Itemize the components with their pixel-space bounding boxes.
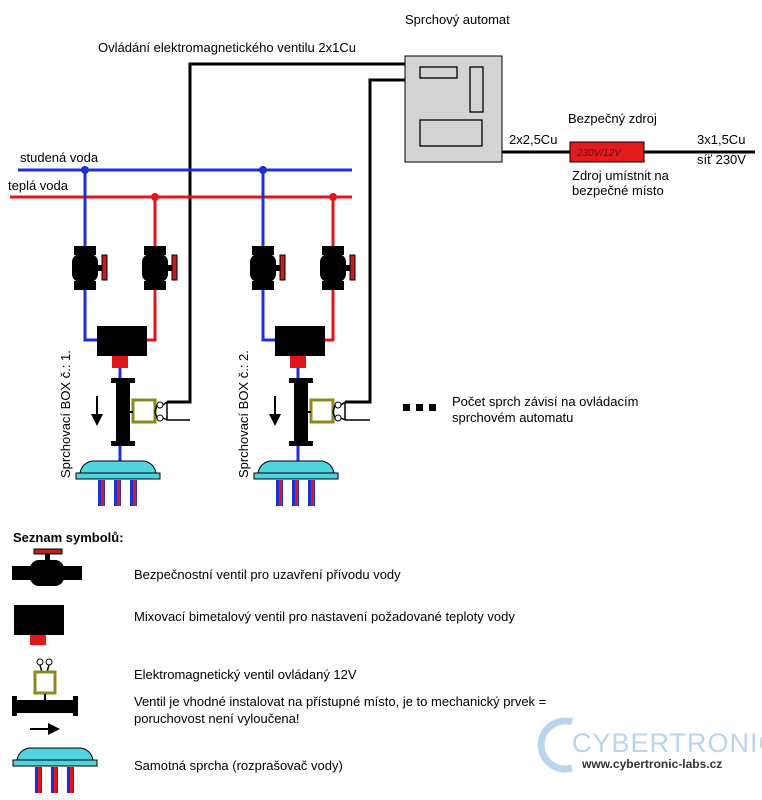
logo-text: CYBERTRONIC xyxy=(572,728,762,758)
hot-water-label: teplá voda xyxy=(8,178,69,193)
em-valve-legend-icon xyxy=(12,658,78,735)
shower-box-2: Sprchovací BOX č.: 2. xyxy=(236,166,356,507)
legend-safety-valve-text: Bezpečnostní ventil pro uzavření přívodu… xyxy=(134,567,401,582)
control-cable-box2 xyxy=(345,78,405,404)
shower-legend-icon xyxy=(12,747,98,794)
more-showers-note-line2: sprchovém automatu xyxy=(452,410,573,425)
safety-valve-hot-icon xyxy=(141,245,178,291)
psu-note-line2: bezpečné místo xyxy=(572,183,664,198)
mixing-valve-legend-icon xyxy=(14,605,64,645)
legend-em-valve: Elektromagnetický ventil ovládaný 12V Ve… xyxy=(12,658,546,735)
cable-out-label: 3x1,5Cu xyxy=(697,132,745,147)
flow-arrow-icon xyxy=(91,396,103,426)
automat-title: Sprchový automat xyxy=(405,12,510,27)
psu-note-line1: Zdroj umístnit na xyxy=(572,168,670,183)
cable-in-label: 2x2,5Cu xyxy=(509,132,557,147)
more-showers-dots xyxy=(403,404,436,411)
legend-mixing-valve: Mixovací bimetalový ventil pro nastavení… xyxy=(14,605,515,645)
mixing-valve-icon xyxy=(275,326,325,368)
cybertronic-logo: CYBERTRONIC www.cybertronic-labs.cz xyxy=(537,717,762,773)
control-cable-box1 xyxy=(167,62,405,404)
more-showers-note-line1: Počet sprch závisí na ovládacím xyxy=(452,394,638,409)
legend-title: Seznam symbolů: xyxy=(13,530,124,545)
shower-box-1: Sprchovací BOX č.: 1. xyxy=(58,166,178,507)
safety-valve-legend-icon xyxy=(12,548,82,586)
flow-arrow-icon xyxy=(30,723,60,735)
em-valve-icon xyxy=(109,376,157,448)
legend-shower-text: Samotná sprcha (rozprašovač vody) xyxy=(134,758,343,773)
mains-label: síť 230V xyxy=(697,152,746,167)
shower-head-icon xyxy=(253,460,339,507)
logo-url: www.cybertronic-labs.cz xyxy=(581,757,722,771)
legend-em-note-line1: Ventil je vhodné instalovat na přístupné… xyxy=(134,694,546,709)
legend-shower: Samotná sprcha (rozprašovač vody) xyxy=(12,747,343,794)
flow-arrow-icon xyxy=(269,396,281,426)
control-cables xyxy=(166,62,405,421)
safety-valve-cold-icon xyxy=(71,245,108,291)
psu-rating: 230V/12V xyxy=(576,148,622,159)
box-2-label: Sprchovací BOX č.: 2. xyxy=(236,350,251,478)
shower-head-icon xyxy=(75,460,161,507)
power-supply-title: Bezpečný zdroj xyxy=(568,111,657,126)
legend-em-note-line2: poruchovost není vyloučena! xyxy=(134,711,300,726)
legend-safety-valve: Bezpečnostní ventil pro uzavření přívodu… xyxy=(12,548,401,586)
box-1-label: Sprchovací BOX č.: 1. xyxy=(58,350,73,478)
logo-c-icon xyxy=(537,717,573,773)
legend-em-valve-text: Elektromagnetický ventil ovládaný 12V xyxy=(134,667,357,682)
cold-water-label: studená voda xyxy=(20,150,99,165)
power-supply-unit: 230V/12V xyxy=(569,141,645,163)
safety-valve-hot-icon xyxy=(319,245,356,291)
safety-valve-cold-icon xyxy=(249,245,286,291)
shower-automat-box xyxy=(404,55,503,163)
em-valve-icon xyxy=(287,376,335,448)
control-cable-label: Ovládání elektromagnetického ventilu 2x1… xyxy=(98,40,356,55)
mixing-valve-icon xyxy=(97,326,147,368)
legend-mixing-valve-text: Mixovací bimetalový ventil pro nastavení… xyxy=(134,609,515,624)
